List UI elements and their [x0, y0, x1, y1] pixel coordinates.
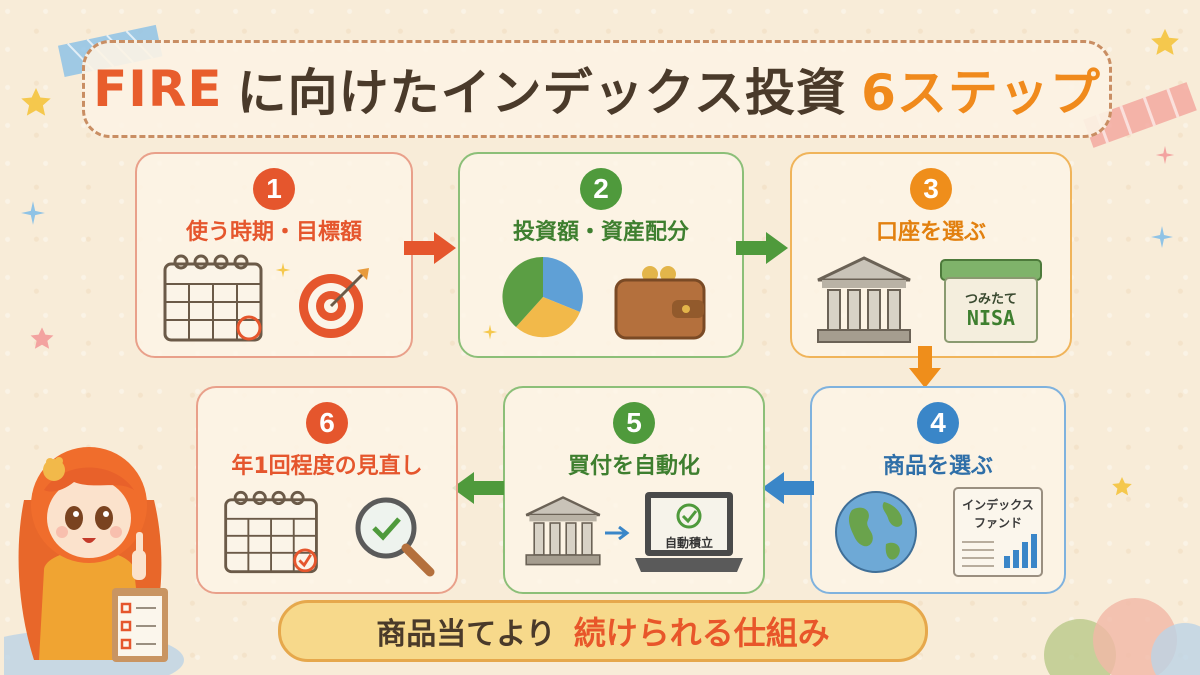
wallet-icon [614, 266, 706, 340]
step-number-badge: 6 [306, 402, 348, 444]
sparkle-icon [275, 262, 291, 278]
step-number-badge: 2 [580, 168, 622, 210]
fund-document-icon [953, 487, 1043, 577]
step-label: 商品を選ぶ [882, 454, 993, 479]
calendar-icon [224, 490, 318, 574]
arrow-left-icon [762, 472, 814, 504]
title-banner: FIRE に向けたインデックス投資 6ステップ [82, 40, 1112, 138]
step-card-1: 1 使う時期・目標額 [135, 152, 413, 358]
globe-icon [835, 491, 917, 573]
star-icon [30, 327, 54, 349]
nisa-label-bottom: NISA [966, 306, 1016, 330]
laptop-icon [635, 492, 743, 572]
pie-chart-icon [502, 256, 583, 338]
step-card-2: 2 投資額・資産配分 [458, 152, 744, 358]
step-label: 使う時期・目標額 [185, 220, 362, 245]
sparkle-icon [1151, 226, 1173, 248]
step-number-badge: 3 [910, 168, 952, 210]
title-steps: 6ステップ [861, 64, 1101, 122]
bottom-message-part2: 続けられる仕組み [573, 614, 830, 652]
star-icon [21, 88, 51, 116]
step-label: 年1回程度の見直し [231, 454, 423, 479]
fund-label-top: インデックス [962, 498, 1034, 512]
auto-invest-label: 自動積立 [664, 536, 713, 550]
title-fire: FIRE [93, 60, 223, 118]
calendar-icon [163, 254, 263, 342]
arrow-right-icon [404, 232, 456, 264]
bottom-message-part1: 商品当てより [376, 617, 556, 652]
target-icon [299, 268, 369, 338]
nisa-label-top: つみたて [964, 292, 1017, 307]
arrow-right-icon [736, 232, 788, 264]
small-arrow-right-icon [605, 526, 630, 540]
step-card-3: 3 口座を選ぶ つみたて NISA [790, 152, 1072, 358]
bank-icon [525, 496, 601, 566]
star-icon [1151, 28, 1179, 55]
star-icon [1112, 477, 1132, 496]
sparkle-icon [1155, 145, 1175, 165]
bank-icon [817, 256, 911, 343]
step-card-6: 6 年1回程度の見直し [196, 386, 458, 594]
fund-label-bottom: ファンド [973, 516, 1022, 530]
sparkle-icon [21, 201, 45, 225]
title-middle: に向けたインデックス投資 [236, 64, 848, 122]
sparkle-icon [482, 324, 498, 340]
character-illustration [4, 447, 184, 675]
step-label: 投資額・資産配分 [512, 220, 689, 245]
nisa-box-icon [940, 259, 1042, 343]
cloud-decoration [1044, 598, 1200, 675]
step-number-badge: 5 [613, 402, 655, 444]
bottom-message-banner: 商品当てより 続けられる仕組み [278, 600, 928, 662]
step-card-4: 4 商品を選ぶ インデックス ファンド [810, 386, 1066, 594]
step-number-badge: 1 [253, 168, 295, 210]
step-label: 買付を自動化 [567, 454, 700, 479]
step-label: 口座を選ぶ [875, 220, 986, 245]
step-card-5: 5 買付を自動化 自動積立 [503, 386, 765, 594]
arrow-left-icon [452, 472, 504, 504]
step-number-badge: 4 [917, 402, 959, 444]
magnifier-check-icon [355, 497, 435, 577]
arrow-down-icon [909, 346, 941, 388]
